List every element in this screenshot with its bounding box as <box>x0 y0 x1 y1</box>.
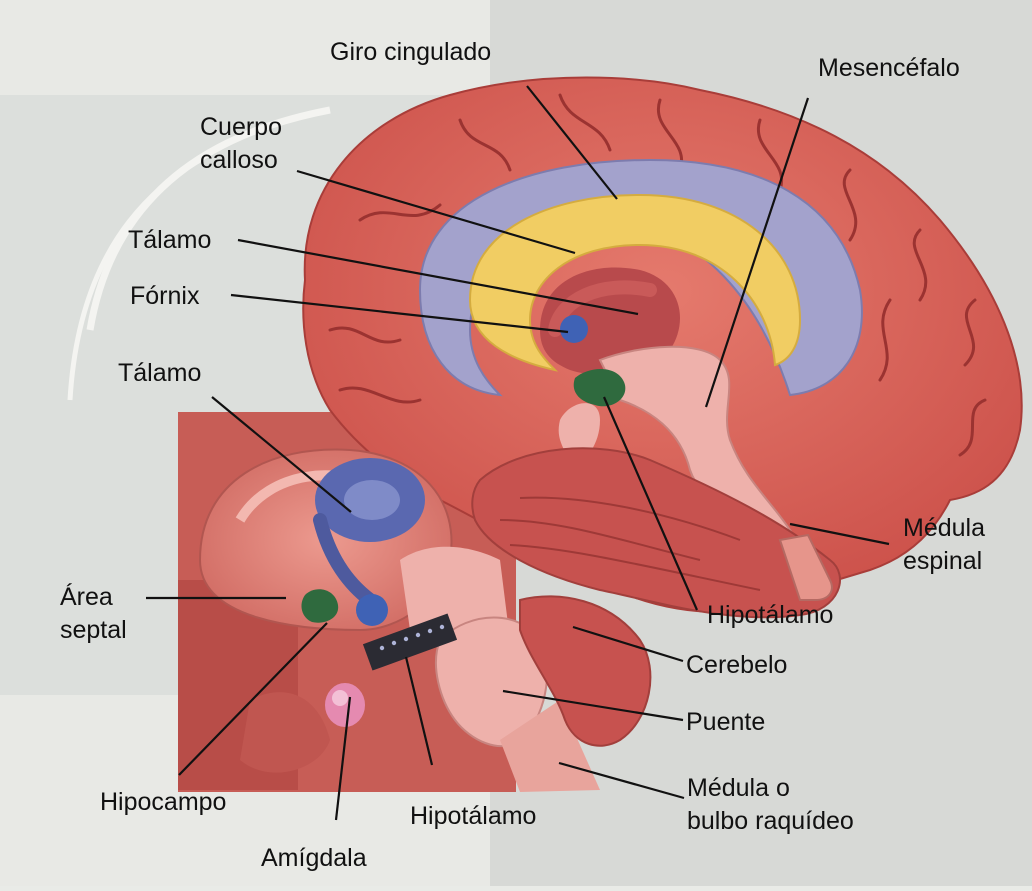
label-area-septal-line2: septal <box>60 615 127 645</box>
label-cuerpo-calloso-line2: calloso <box>200 145 278 175</box>
label-medula-oblonga-line1: Médula o <box>687 773 790 803</box>
label-talamo-top: Tálamo <box>128 225 211 255</box>
label-puente: Puente <box>686 707 765 737</box>
label-talamo-left: Tálamo <box>118 358 201 388</box>
label-fornix: Fórnix <box>130 281 199 311</box>
label-hipotalamo-bottom: Hipotálamo <box>410 801 536 831</box>
section-fornix-end <box>356 594 388 626</box>
label-hipotalamo-right: Hipotálamo <box>707 600 833 630</box>
label-medula-oblonga-line2: bulbo raquídeo <box>687 806 854 836</box>
label-giro-cingulado: Giro cingulado <box>330 37 491 67</box>
label-mesencefalo: Mesencéfalo <box>818 53 960 83</box>
label-area-septal-line1: Área <box>60 582 113 612</box>
label-cerebelo: Cerebelo <box>686 650 787 680</box>
label-medula-espinal-line2: espinal <box>903 546 982 576</box>
label-hipocampo: Hipocampo <box>100 787 226 817</box>
label-amigdala: Amígdala <box>261 843 367 873</box>
label-medula-espinal-line1: Médula <box>903 513 985 543</box>
anterior-commissure <box>560 315 588 343</box>
amygdala <box>325 683 365 727</box>
label-cuerpo-calloso-line1: Cuerpo <box>200 112 282 142</box>
